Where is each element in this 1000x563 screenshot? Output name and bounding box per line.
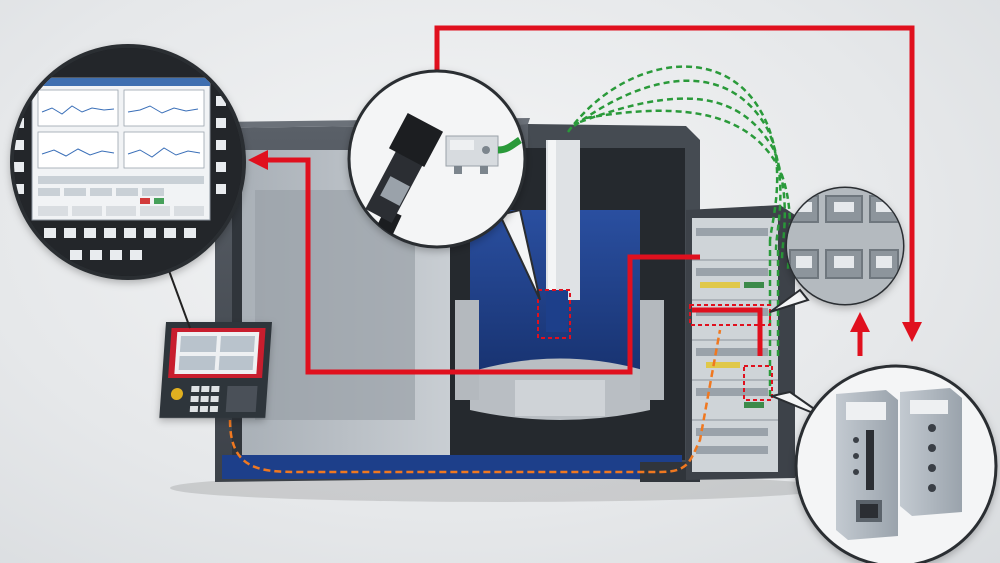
field-bus-cable — [228, 329, 722, 474]
operator-panel-icon — [159, 322, 272, 418]
control-cabinet-icon — [686, 205, 795, 480]
io-modules-detail — [768, 364, 998, 563]
ports-highlight — [689, 304, 771, 326]
sensor-highlight — [537, 289, 571, 339]
screen-detail — [10, 44, 246, 280]
sensor-detail — [347, 69, 541, 301]
arrow-left-icon — [248, 150, 268, 170]
io-module-icon — [836, 388, 962, 540]
arrow-down-icon — [902, 322, 922, 342]
connector-module-icon — [445, 135, 522, 174]
io-highlight — [743, 365, 773, 401]
signal-path — [262, 25, 915, 375]
arrow-up-icon — [850, 312, 870, 332]
